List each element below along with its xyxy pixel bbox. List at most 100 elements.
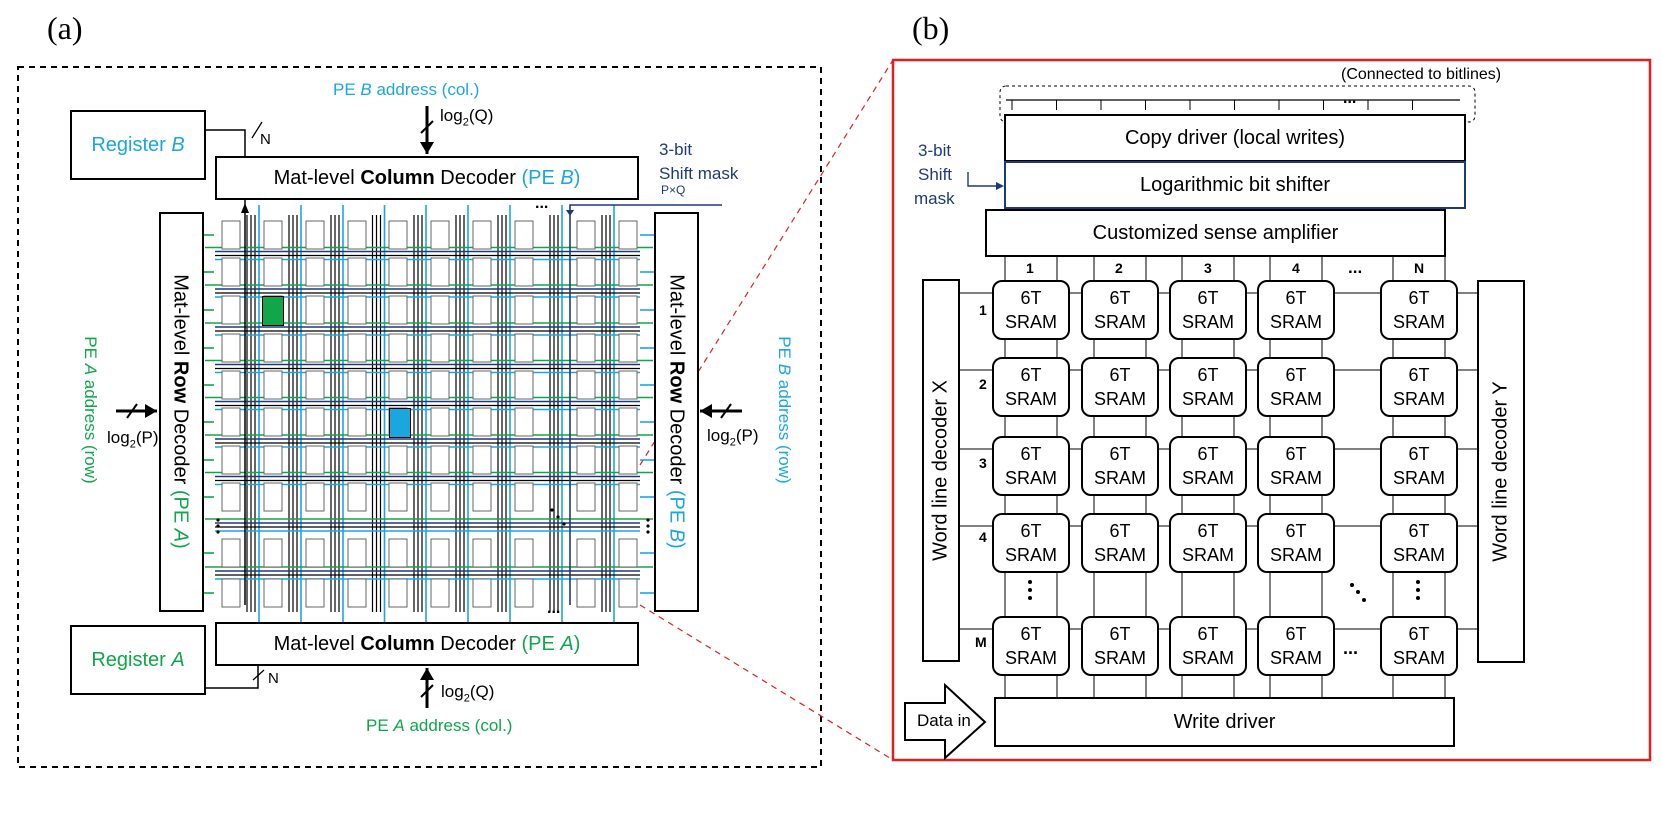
sram-cell-line1: 6T (1285, 521, 1307, 541)
sram-cell-line1: 6T (1408, 365, 1430, 385)
row-m-dots: ... (1343, 638, 1359, 658)
sram-cell: 6T SRAM (1081, 513, 1159, 573)
log2q-top: log2(Q) (440, 106, 494, 129)
pe-a-highlight (262, 296, 284, 326)
register-b: Register B (70, 110, 206, 180)
sram-cell-line1: 6T (1197, 521, 1219, 541)
connected-to-bitlines: (Connected to bitlines) (1341, 66, 1502, 83)
word-line-decoder-x-label: Word line decoder X (929, 380, 952, 561)
bitline-dots: ... (1343, 90, 1357, 107)
n-label-top: N (260, 131, 271, 148)
col-num-2: 2 (1115, 260, 1123, 276)
sram-cell-line2: SRAM (1093, 389, 1146, 409)
sram-cell-line1: 6T (1109, 624, 1131, 644)
sram-cell: 6T SRAM (1257, 616, 1335, 676)
word-line-decoder-x (922, 279, 960, 662)
pe-b-highlight (389, 408, 411, 438)
panel-a-frame (17, 66, 822, 768)
sram-cell-line2: SRAM (1392, 545, 1445, 565)
row-decoder-pe-a (159, 212, 204, 612)
sram-cell-line1: 6T (1408, 624, 1430, 644)
row-num-2: 2 (979, 376, 987, 392)
sram-cell: 6T SRAM (992, 436, 1070, 496)
sram-cell-line2: SRAM (1004, 312, 1057, 332)
word-line-decoder-y-label: Word line decoder Y (1489, 381, 1512, 562)
sram-cell-line1: 6T (1197, 365, 1219, 385)
zoom-line-bottom (639, 604, 894, 761)
sram-cell: 6T SRAM (1081, 357, 1159, 417)
shift-mask-b-line1: 3-bit (918, 141, 952, 160)
sram-cell-line2: SRAM (1392, 312, 1445, 332)
col-num-4: 4 (1292, 260, 1300, 276)
row-num-4: 4 (979, 529, 987, 545)
sram-cell-line2: SRAM (1269, 648, 1322, 668)
log2p-right: log2(P) (707, 426, 759, 449)
sense-amplifier: Customized sense amplifier (985, 209, 1446, 257)
col-num-dots: ... (1348, 258, 1363, 277)
sram-cell-line1: 6T (1285, 444, 1307, 464)
sram-cell-line1: 6T (1020, 521, 1042, 541)
sram-cell-line2: SRAM (1269, 468, 1322, 488)
n-label-bottom: N (268, 670, 279, 687)
sram-cell-line2: SRAM (1093, 545, 1146, 565)
sram-cell-line1: 6T (1408, 444, 1430, 464)
shift-mask-b-line2: Shift (918, 165, 953, 184)
write-driver: Write driver (994, 697, 1455, 747)
sram-cell-line1: 6T (1020, 444, 1042, 464)
sram-cell-line1: 6T (1285, 624, 1307, 644)
sram-cell: 6T SRAM (992, 280, 1070, 340)
sram-cell-line1: 6T (1109, 365, 1131, 385)
log2q-bottom: log2(Q) (441, 682, 495, 705)
sram-cell-line1: 6T (1109, 444, 1131, 464)
panel-b-label: (b) (912, 10, 950, 46)
dots-bottom: ... (547, 600, 561, 617)
row-num-3: 3 (979, 455, 987, 471)
panel-b-frame (891, 58, 1652, 762)
sram-cell-line1: 6T (1197, 444, 1219, 464)
sram-cell: 6T SRAM (1380, 616, 1458, 676)
shift-mask-a-line1: 3-bit (659, 140, 693, 159)
pe-b-col-address: PE B address (col.) (333, 80, 480, 99)
row-num-m: M (975, 634, 987, 650)
sram-cell-line1: 6T (1109, 521, 1131, 541)
sram-cell: 6T SRAM (1169, 357, 1247, 417)
sram-cell-line2: SRAM (1269, 312, 1322, 332)
pxq-label: P×Q (661, 183, 686, 197)
sram-cell-line1: 6T (1020, 288, 1042, 308)
row-num-1: 1 (979, 302, 987, 318)
register-a: Register A (70, 625, 206, 695)
shift-mask-a-line2: Shift mask (659, 164, 739, 183)
sram-cell: 6T SRAM (1257, 436, 1335, 496)
sram-cell-line1: 6T (1020, 365, 1042, 385)
row-decoder-pe-b-label: Mat-level Row Decoder (PE B) (665, 274, 688, 549)
sram-cell-line2: SRAM (1392, 648, 1445, 668)
data-in-label: Data in (917, 711, 971, 730)
row-decoder-pe-b (654, 212, 699, 612)
sram-cell-line2: SRAM (1181, 389, 1234, 409)
sram-cell: 6T SRAM (1380, 280, 1458, 340)
column-decoder-pe-a: Mat-level Column Decoder (PE A) (215, 622, 639, 666)
pe-a-row-address: PE A address (row) (81, 336, 100, 484)
sram-cell-line2: SRAM (1004, 468, 1057, 488)
sram-cell-line1: 6T (1197, 624, 1219, 644)
col-num-n: N (1414, 260, 1425, 276)
sram-cell-line1: 6T (1408, 288, 1430, 308)
row-decoder-pe-a-label: Mat-level Row Decoder (PE A) (169, 274, 192, 549)
word-line-decoder-y (1477, 280, 1525, 663)
copy-driver: Copy driver (local writes) (1004, 114, 1466, 162)
sram-cell-line1: 6T (1020, 624, 1042, 644)
dots-top: ... (535, 195, 549, 212)
sram-cell-line2: SRAM (1181, 545, 1234, 565)
panel-a-label: (a) (47, 10, 83, 46)
